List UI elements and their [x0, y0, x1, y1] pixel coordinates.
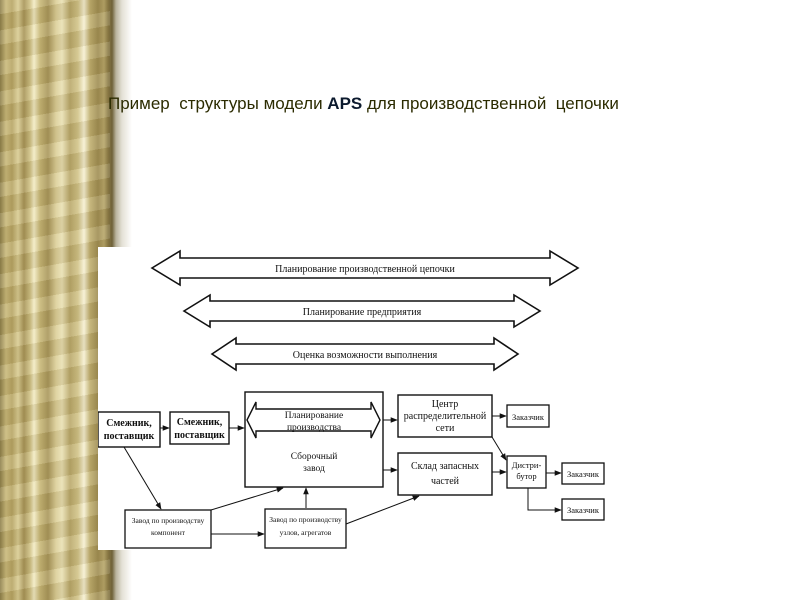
distribution-center-line-1: Центр [432, 399, 459, 410]
assembly-units-plant-box: Завод по производству узлов, агрегатов [264, 508, 347, 549]
customer-box-1: Заказчик [506, 404, 550, 428]
feasibility-arrow: Оценка возможности выполнения [210, 336, 520, 372]
distribution-center-box: Центр распределительной сети [397, 394, 493, 438]
warehouse-line-2: частей [431, 476, 460, 487]
enterprise-planning-label: Планирование предприятия [303, 307, 422, 318]
slide-title: Пример структуры модели APS для производ… [108, 94, 788, 114]
assembly-plant-line-1: Сборочный [291, 451, 338, 462]
distribution-center-line-3: сети [436, 423, 455, 434]
assembly-units-line-2: узлов, агрегатов [280, 528, 332, 537]
customer-2-label: Заказчик [567, 469, 600, 479]
aps-structure-diagram: Планирование производственной цепочки Пл… [98, 247, 620, 550]
production-planning-line-2: производства [287, 423, 342, 433]
assembly-plant-line-2: завод [303, 464, 325, 474]
spare-parts-warehouse-box: Склад запасных частей [397, 452, 493, 496]
connector-arrows [123, 413, 562, 537]
assembly-units-line-1: Завод по производству [269, 515, 342, 524]
enterprise-planning-arrow: Планирование предприятия [182, 293, 542, 329]
distributor-line-1: Дистри- [512, 460, 542, 470]
supplier-1-line-1: Смежник, [106, 418, 152, 429]
customer-3-label: Заказчик [567, 505, 600, 515]
supply-chain-planning-label: Планирование производственной цепочки [275, 264, 455, 275]
component-plant-line-1: Завод по производству [132, 516, 205, 525]
production-planning-arrow [246, 401, 381, 439]
supply-chain-planning-arrow: Планирование производственной цепочки [150, 249, 580, 287]
customer-1-label: Заказчик [512, 412, 545, 422]
warehouse-line-1: Склад запасных [411, 461, 479, 472]
customer-box-2: Заказчик [561, 462, 605, 485]
supplier-2-line-1: Смежник, [177, 417, 223, 428]
title-accent: APS [327, 94, 363, 113]
distributor-line-2: бутор [516, 471, 536, 481]
supplier-1-line-2: поставщик [104, 431, 155, 442]
supplier-2-line-2: поставщик [174, 430, 225, 441]
distributor-box: Дистри- бутор [506, 455, 547, 489]
component-plant-line-2: компонент [151, 528, 186, 537]
feasibility-label: Оценка возможности выполнения [293, 350, 438, 361]
production-planning-line-1: Планирование [285, 411, 343, 421]
component-plant-box: Завод по производству компонент [124, 509, 212, 549]
distribution-center-line-2: распределительной [404, 411, 487, 422]
title-prefix: Пример структуры модели [108, 94, 328, 113]
title-suffix: для производственной цепочки [362, 94, 619, 113]
customer-box-3: Заказчик [561, 498, 605, 521]
assembly-plant-box: Планирование производства Сборочный заво… [244, 391, 384, 488]
supplier-box-1: Смежник, поставщик [98, 411, 161, 448]
supplier-box-2: Смежник, поставщик [169, 411, 230, 445]
